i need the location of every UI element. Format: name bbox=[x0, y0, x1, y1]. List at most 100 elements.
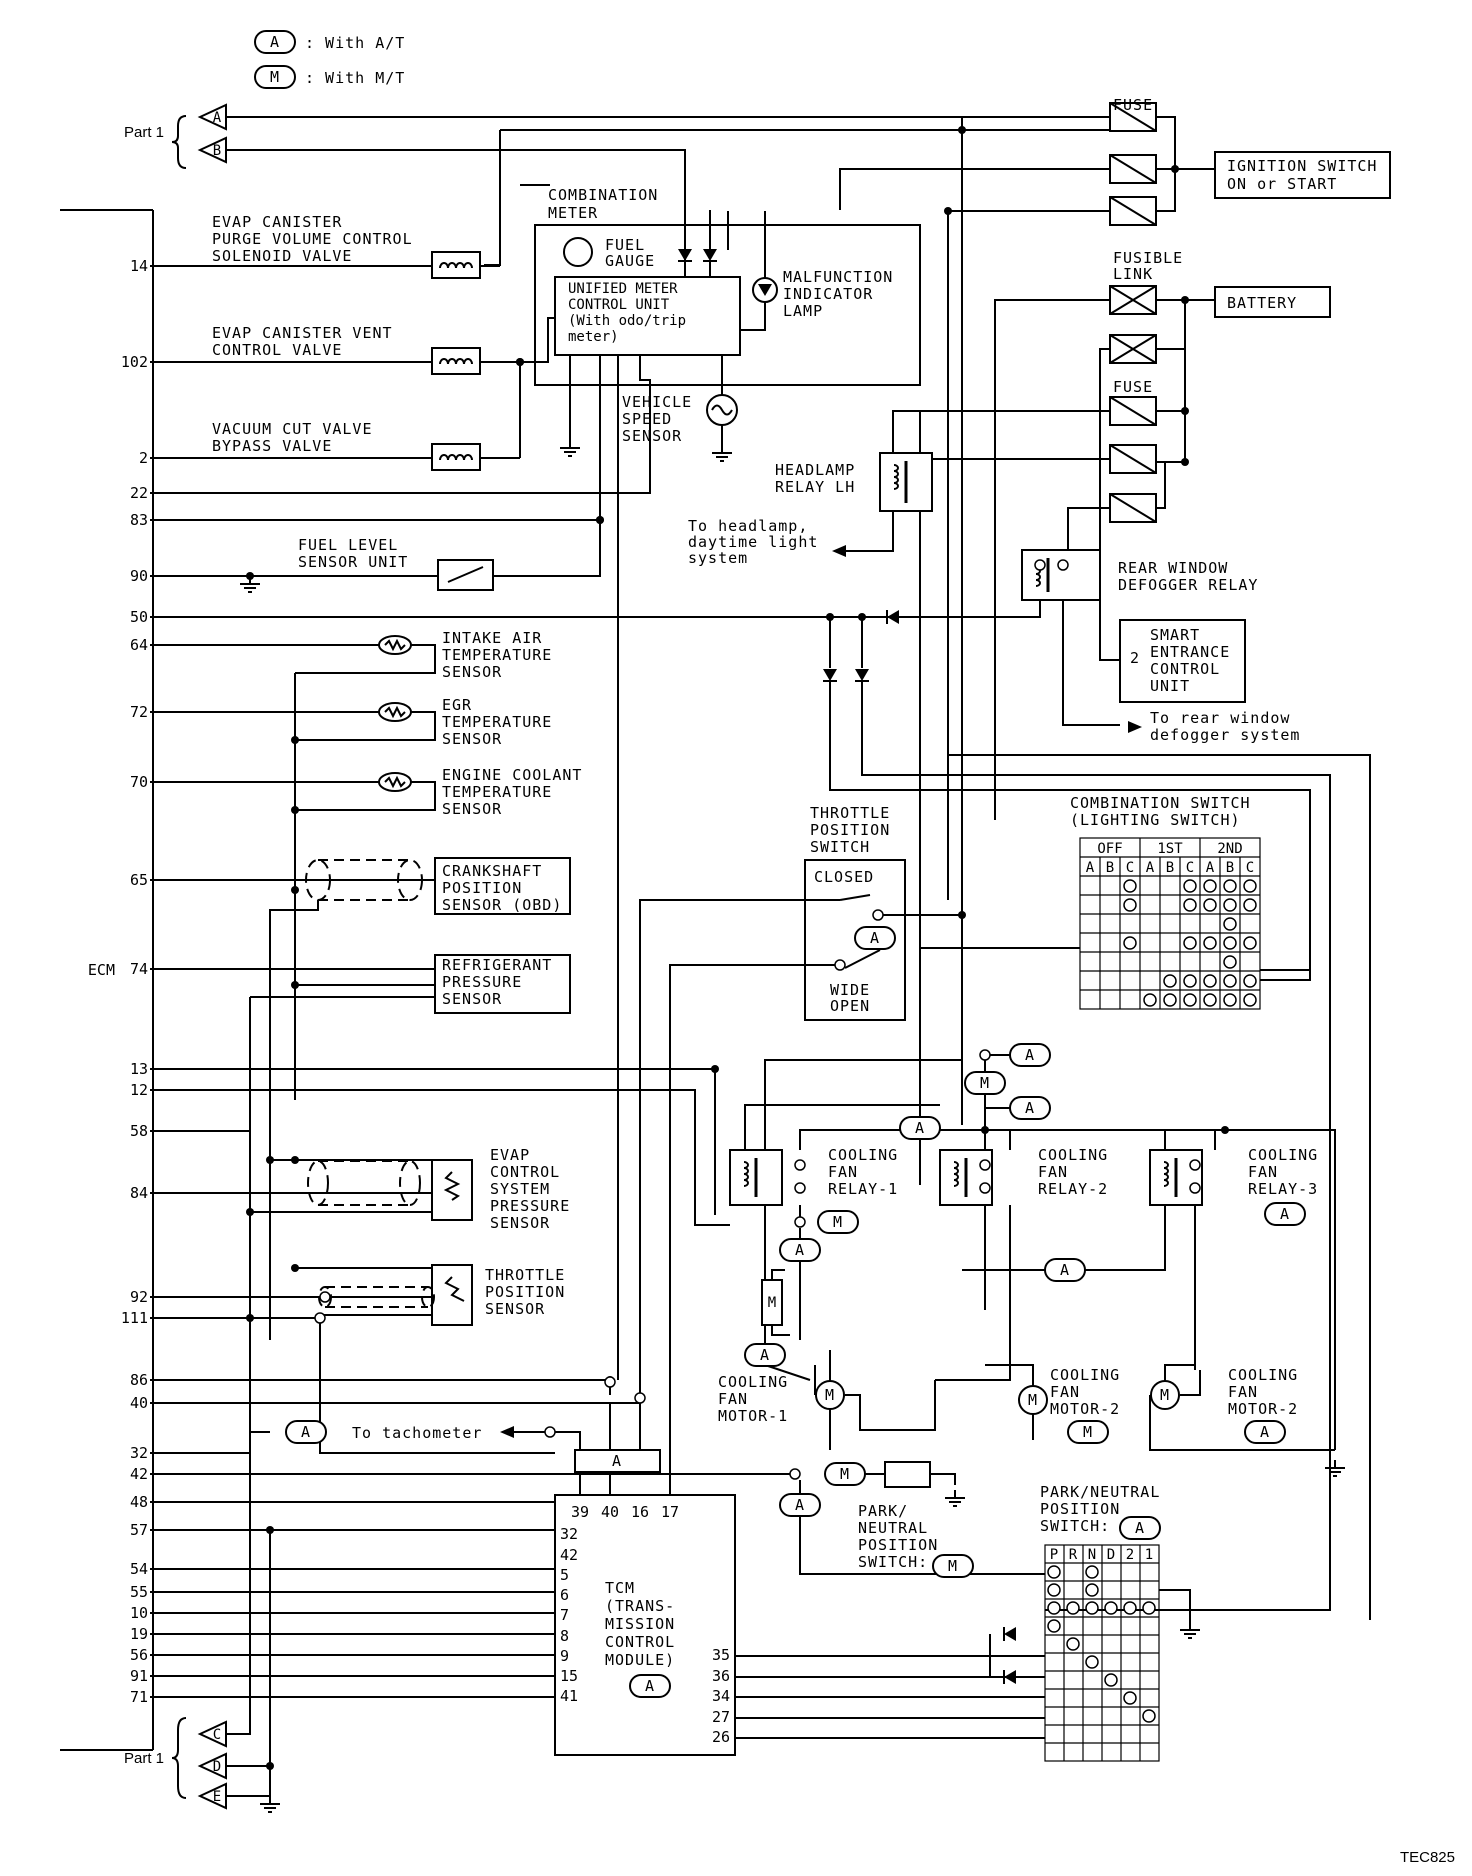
shield-icon bbox=[318, 1286, 332, 1308]
pn-contact bbox=[1047, 1601, 1061, 1615]
wire bbox=[994, 299, 1110, 820]
legend-at-text: : With A/T bbox=[305, 34, 405, 52]
terminal bbox=[1057, 559, 1069, 571]
wire bbox=[740, 302, 766, 331]
intake_air-label-line: TEMPERATURE bbox=[442, 646, 552, 664]
fuse-icon bbox=[1109, 396, 1157, 426]
junction-dot bbox=[266, 1762, 274, 1770]
ecm-label: ECM bbox=[88, 961, 115, 979]
badge-a-1128: A bbox=[899, 1116, 941, 1140]
badge-pn-at: A bbox=[1119, 1516, 1161, 1540]
svg-text:A: A bbox=[645, 1677, 655, 1695]
smart-entrance-label-line: SMART bbox=[1150, 626, 1200, 644]
fusible-link-icon bbox=[1109, 334, 1157, 364]
switch-contact bbox=[1223, 993, 1237, 1007]
ground-icon bbox=[260, 1796, 280, 1813]
ecm-pin-32: 32 bbox=[130, 1444, 148, 1462]
ecm-pin-56: 56 bbox=[130, 1646, 148, 1664]
ground-icon bbox=[1180, 1622, 1200, 1639]
to-headlamp-label-line: daytime light bbox=[688, 533, 818, 551]
crankshaft-label-line: SENSOR (OBD) bbox=[442, 896, 562, 914]
terminal bbox=[979, 1049, 991, 1061]
evap-pressure-label-line: SENSOR bbox=[490, 1214, 550, 1232]
motor2b-label-line: FAN bbox=[1228, 1383, 1258, 1401]
terminal bbox=[604, 1376, 616, 1388]
tcm-right-pin-26: 26 bbox=[712, 1728, 730, 1746]
switch-contact bbox=[1143, 993, 1157, 1007]
junction-dot bbox=[291, 886, 299, 894]
thermistor-icon bbox=[378, 635, 412, 655]
wire bbox=[295, 781, 436, 811]
junction-dot bbox=[246, 1208, 254, 1216]
switch-contact bbox=[1123, 936, 1137, 950]
switch-contact bbox=[1223, 955, 1237, 969]
badge-a-1055: A bbox=[1009, 1043, 1051, 1067]
badge-a-1355: A bbox=[744, 1343, 786, 1367]
tcm-left-pin-8: 8 bbox=[560, 1627, 569, 1645]
motor2a-label-line: COOLING bbox=[1050, 1366, 1120, 1384]
fuel-level-arrow bbox=[447, 566, 484, 583]
tcm-top-pin-39: 39 bbox=[571, 1503, 589, 1521]
ground-icon bbox=[560, 440, 580, 457]
labels: ECM1410222283905064727065741312588492111… bbox=[88, 34, 1455, 1866]
mil-label-line: MALFUNCTION bbox=[783, 268, 893, 286]
fusible-link-label-line: LINK bbox=[1113, 265, 1153, 283]
throttle-switch-label-line: SWITCH bbox=[810, 838, 870, 856]
junction-dot bbox=[1171, 165, 1179, 173]
svg-text:A: A bbox=[760, 1346, 770, 1364]
switch-contact bbox=[1223, 879, 1237, 893]
pn-contact bbox=[1123, 1691, 1137, 1705]
evap-purge-label-line: SOLENOID VALVE bbox=[212, 247, 352, 265]
unified-meter-label-line: UNIFIED METER bbox=[568, 281, 678, 297]
junction-dot bbox=[266, 1526, 274, 1534]
fuel-gauge-icon bbox=[563, 237, 593, 267]
ecm-pin-92: 92 bbox=[130, 1288, 148, 1306]
pn-contact bbox=[1085, 1655, 1099, 1669]
ecm-pin-57: 57 bbox=[130, 1521, 148, 1539]
svg-text:A: A bbox=[870, 929, 880, 947]
connector-E: E bbox=[197, 1782, 227, 1810]
resistor-icon bbox=[443, 1171, 461, 1201]
tcm-top-pin-16: 16 bbox=[631, 1503, 649, 1521]
svg-text:A: A bbox=[795, 1241, 805, 1259]
ecm-pin-111: 111 bbox=[121, 1309, 148, 1327]
svg-text:M: M bbox=[1083, 1423, 1093, 1441]
badge-m-1083: M bbox=[964, 1071, 1006, 1095]
ground-icon bbox=[945, 1490, 965, 1507]
wire bbox=[295, 644, 436, 674]
ecm-pin-2: 2 bbox=[139, 449, 148, 467]
pn-contact bbox=[1104, 1673, 1118, 1687]
fuse-icon bbox=[1109, 196, 1157, 226]
pn-contact bbox=[1104, 1601, 1118, 1615]
vent-valve-icon bbox=[431, 347, 481, 375]
evap-vent-label-line: CONTROL VALVE bbox=[212, 341, 342, 359]
arrow-icon bbox=[1128, 721, 1142, 733]
wire bbox=[1062, 600, 1120, 726]
motor2b-label-line: MOTOR-2 bbox=[1228, 1400, 1298, 1418]
fuse-icon bbox=[1109, 444, 1157, 474]
junction-dot bbox=[944, 207, 952, 215]
pn-col-N: N bbox=[1088, 1547, 1096, 1563]
diode-icon bbox=[703, 249, 717, 261]
diode-icon bbox=[758, 284, 772, 296]
tcm-right-pin-36: 36 bbox=[712, 1667, 730, 1685]
motor2a-label-line: MOTOR-2 bbox=[1050, 1400, 1120, 1418]
arrow-icon bbox=[500, 1426, 514, 1438]
combination-switch-grid bbox=[1079, 837, 1261, 1010]
junction-dot bbox=[826, 613, 834, 621]
junction-dot bbox=[958, 126, 966, 134]
ecm-pin-42: 42 bbox=[130, 1465, 148, 1483]
motor-m-icon bbox=[761, 1279, 783, 1326]
throttle-sensor-label-line: SENSOR bbox=[485, 1300, 545, 1318]
cs-col-B: B bbox=[1226, 860, 1234, 876]
thermistor-icon bbox=[378, 702, 412, 722]
terminal bbox=[544, 1426, 556, 1438]
ecm-pin-48: 48 bbox=[130, 1493, 148, 1511]
unified-meter-label-line: CONTROL UNIT bbox=[568, 297, 670, 313]
cs-col-B: B bbox=[1166, 860, 1174, 876]
thermistor-icon bbox=[378, 772, 412, 792]
switch-contact bbox=[1163, 993, 1177, 1007]
svg-text:M: M bbox=[825, 1386, 835, 1404]
combination-meter-label-line: COMBINATION bbox=[548, 186, 658, 204]
switch-contact bbox=[1163, 974, 1177, 988]
